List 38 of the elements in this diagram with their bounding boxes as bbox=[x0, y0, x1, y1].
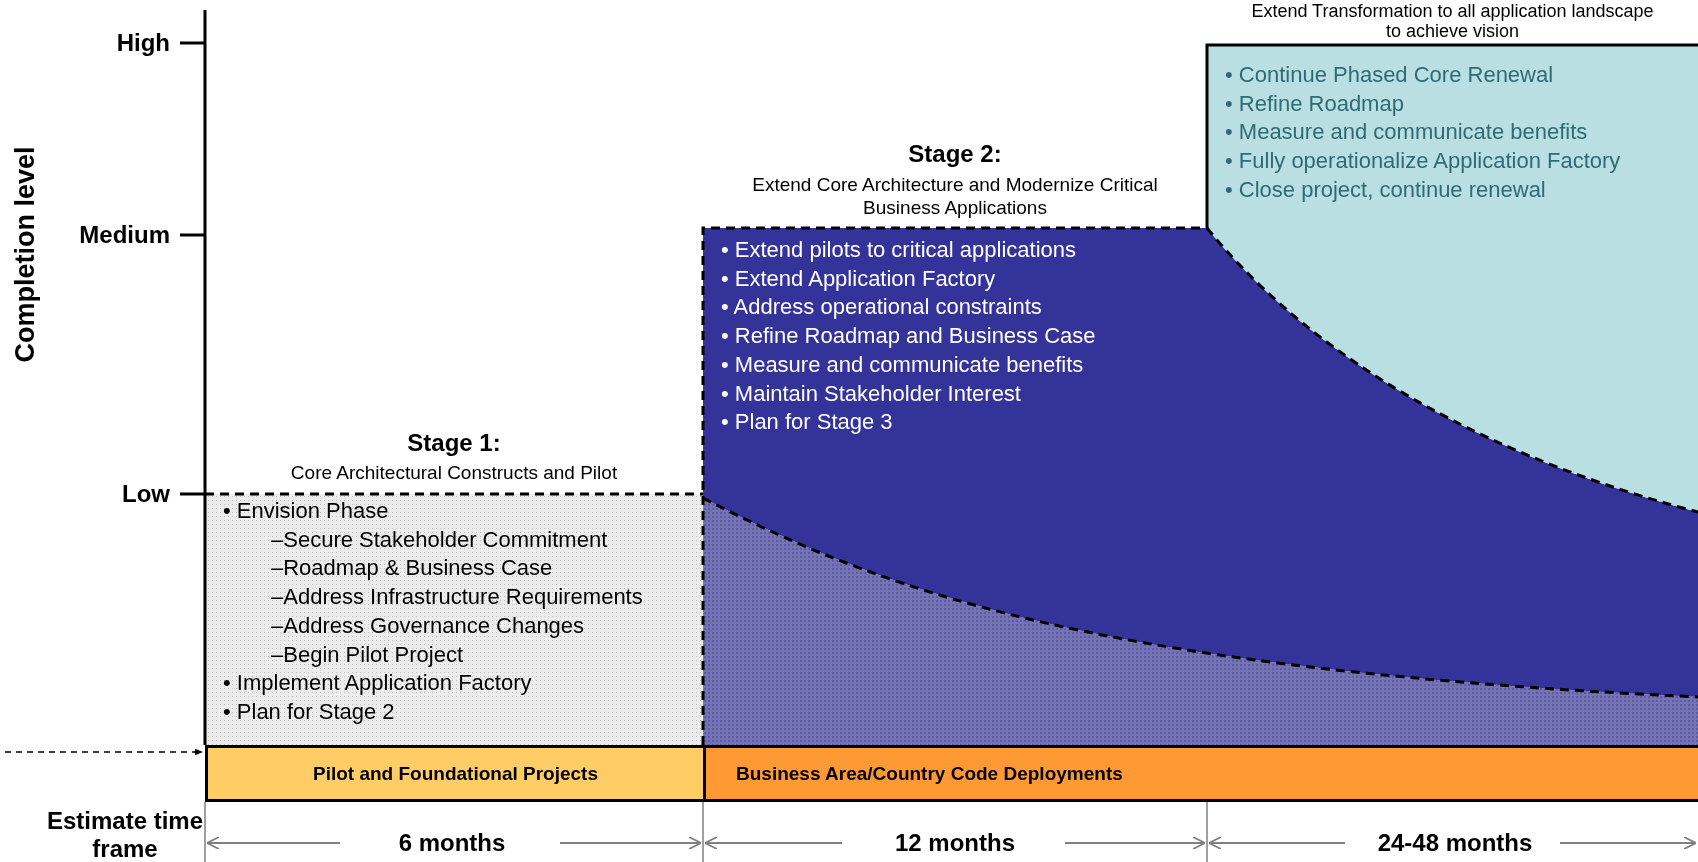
duration-label: 24-48 months bbox=[1377, 829, 1533, 857]
duration-label: 6 months bbox=[398, 829, 506, 857]
sub-item: –Secure Stakeholder Commitment bbox=[271, 525, 609, 554]
bar-label: Business Area/Country Code Deployments bbox=[736, 762, 1123, 785]
bullet-item: • Extend Application Factory bbox=[721, 264, 997, 293]
sub-item: –Begin Pilot Project bbox=[271, 640, 464, 669]
bullet-item: • Envision Phase bbox=[223, 497, 390, 525]
bullet-item: • Plan for Stage 2 bbox=[223, 697, 396, 726]
bullet-item: • Close project, continue renewal bbox=[1225, 175, 1547, 204]
sub-item: –Roadmap & Business Case bbox=[271, 554, 554, 583]
bullet-item: • Measure and communicate benefits bbox=[1225, 118, 1589, 147]
bullet-item: • Fully operationalize Application Factory bbox=[1225, 147, 1621, 176]
axis-title: Estimate time frame bbox=[45, 807, 205, 862]
stage-heading: Stage 2: bbox=[907, 140, 1003, 169]
axis-tick-label: High bbox=[116, 29, 170, 57]
bullet-item: • Extend pilots to critical applications bbox=[721, 236, 1077, 264]
stage-subtitle: Extend Core Architecture and Modernize Critical Business Applications bbox=[751, 174, 1159, 220]
duration-label: 12 months bbox=[895, 829, 1015, 857]
phase-bar bbox=[703, 745, 1698, 802]
bar-label: Pilot and Foundational Projects bbox=[313, 762, 598, 785]
sub-item: –Address Infrastructure Requirements bbox=[271, 583, 643, 612]
axis-tick-label: Low bbox=[122, 480, 170, 508]
stage-subtitle: Extend Transformation to all application landscape to achieve vision bbox=[1250, 1, 1655, 41]
bullet-item: • Address operational constraints bbox=[721, 293, 1043, 322]
stage-subtitle: Core Architectural Constructs and Pilot bbox=[289, 462, 619, 485]
bullet-item: • Refine Roadmap and Business Case bbox=[721, 322, 1096, 351]
axis-tick-label: Medium bbox=[79, 221, 170, 249]
dashed-arrow bbox=[4, 748, 204, 756]
bullet-item: • Implement Application Factory bbox=[223, 669, 533, 698]
bullet-item: • Measure and communicate benefits bbox=[721, 350, 1085, 379]
bullet-item: • Maintain Stakeholder Interest bbox=[721, 379, 1022, 408]
bullet-item: • Plan for Stage 3 bbox=[721, 408, 894, 437]
bullet-item: • Continue Phased Core Renewal bbox=[1225, 61, 1555, 89]
axis-title: Completion level bbox=[9, 146, 41, 363]
phase-bar bbox=[205, 745, 703, 802]
bullet-item: • Refine Roadmap bbox=[1225, 89, 1405, 118]
sub-item: –Address Governance Changes bbox=[271, 611, 586, 640]
stage-heading: Stage 1: bbox=[406, 429, 502, 458]
